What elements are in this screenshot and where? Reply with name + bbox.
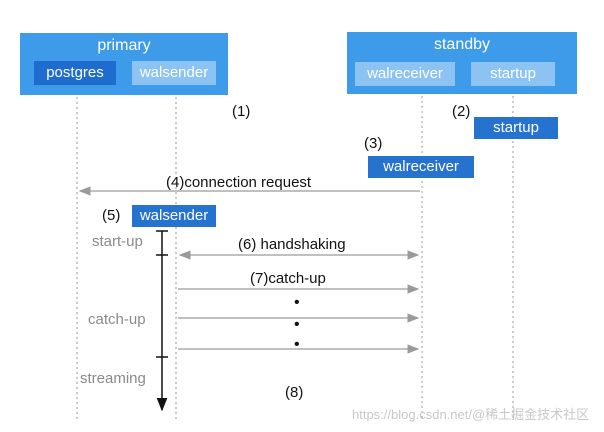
phase-start-up-label: start-up [92, 233, 143, 250]
postgres-process: postgres [34, 61, 116, 85]
primary-title: primary [97, 37, 151, 54]
standby-title: standby [433, 36, 491, 53]
standby-host-box: standby walreceiver startup [347, 32, 577, 94]
startup-process-placeholder: startup [471, 62, 555, 86]
walsender-process: walsender [132, 205, 216, 227]
step-6-label: (6) handshaking [238, 236, 346, 253]
step-4-label: (4)connection request [166, 174, 312, 191]
step-8-label: (8) [285, 384, 304, 401]
step-3-label: (3) [364, 135, 383, 152]
ellipsis-dot-2: • [294, 316, 300, 333]
phase-streaming-label: streaming [80, 370, 146, 387]
watermark-text: https://blog.csdn.net/@稀土掘金技术社区 [352, 407, 590, 422]
walreceiver-process-placeholder: walreceiver [355, 62, 455, 86]
phase-catch-up-label: catch-up [88, 311, 146, 328]
walsender-process-placeholder: walsender [132, 61, 216, 85]
step-7-label: (7)catch-up [250, 270, 326, 287]
primary-host-box: primary postgres walsender [20, 33, 228, 95]
ellipsis-dot-3: • [294, 336, 300, 353]
startup-process: startup [474, 117, 558, 139]
ellipsis-dot-1: • [294, 294, 300, 311]
step-5-label: (5) [102, 207, 121, 224]
step-2-label: (2) [452, 103, 471, 120]
walreceiver-process: walreceiver [368, 156, 474, 178]
step-1-label: (1) [232, 103, 251, 120]
